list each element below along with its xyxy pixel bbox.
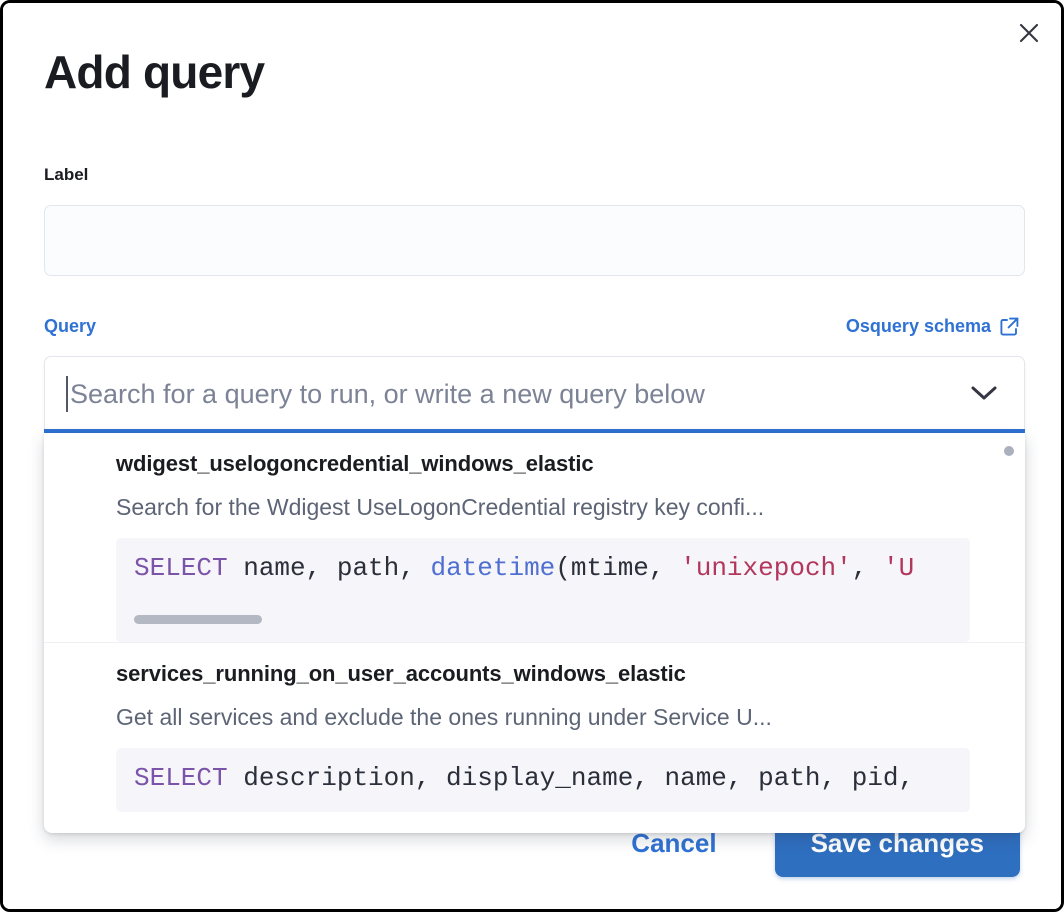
option-title: services_running_on_user_accounts_window…: [116, 661, 686, 686]
option-description: Search for the Wdigest UseLogonCredentia…: [116, 494, 765, 520]
option-code-block: SELECT name, path, datetime(mtime, 'unix…: [116, 538, 970, 642]
option-description: Get all services and exclude the ones ru…: [116, 704, 772, 730]
option-title: wdigest_uselogoncredential_windows_elast…: [116, 451, 594, 476]
option-code-line: SELECT description, display_name, name, …: [134, 763, 915, 793]
text-caret: [66, 376, 68, 412]
osquery-schema-link[interactable]: Osquery schema: [846, 316, 1020, 337]
add-query-modal: Add query Label Query Osquery schema Sea…: [3, 3, 1061, 909]
label-field-label: Label: [44, 165, 89, 184]
chevron-down-icon[interactable]: [968, 382, 1000, 409]
label-input[interactable]: [44, 205, 1025, 276]
page-title: Add query: [44, 46, 265, 98]
query-search-combobox[interactable]: Search for a query to run, or write a ne…: [44, 356, 1025, 430]
osquery-schema-link-label: Osquery schema: [845, 316, 991, 336]
external-link-icon: [999, 316, 1020, 337]
query-search-placeholder: Search for a query to run, or write a ne…: [70, 379, 705, 409]
list-item[interactable]: services_running_on_user_accounts_window…: [44, 642, 1025, 812]
combobox-focus-underline: [44, 429, 1025, 433]
list-item[interactable]: wdigest_uselogoncredential_windows_elast…: [44, 433, 1025, 642]
option-code-block: SELECT description, display_name, name, …: [116, 748, 970, 812]
cancel-button[interactable]: Cancel: [601, 818, 746, 869]
close-icon: [1016, 20, 1042, 46]
code-horizontal-scrollbar[interactable]: [134, 615, 262, 624]
query-options-dropdown: wdigest_uselogoncredential_windows_elast…: [44, 433, 1025, 833]
query-field-label: Query: [44, 316, 97, 336]
dropdown-scrollbar[interactable]: [1004, 446, 1014, 456]
close-button[interactable]: [1008, 12, 1050, 54]
option-code-line: SELECT name, path, datetime(mtime, 'unix…: [134, 553, 915, 583]
